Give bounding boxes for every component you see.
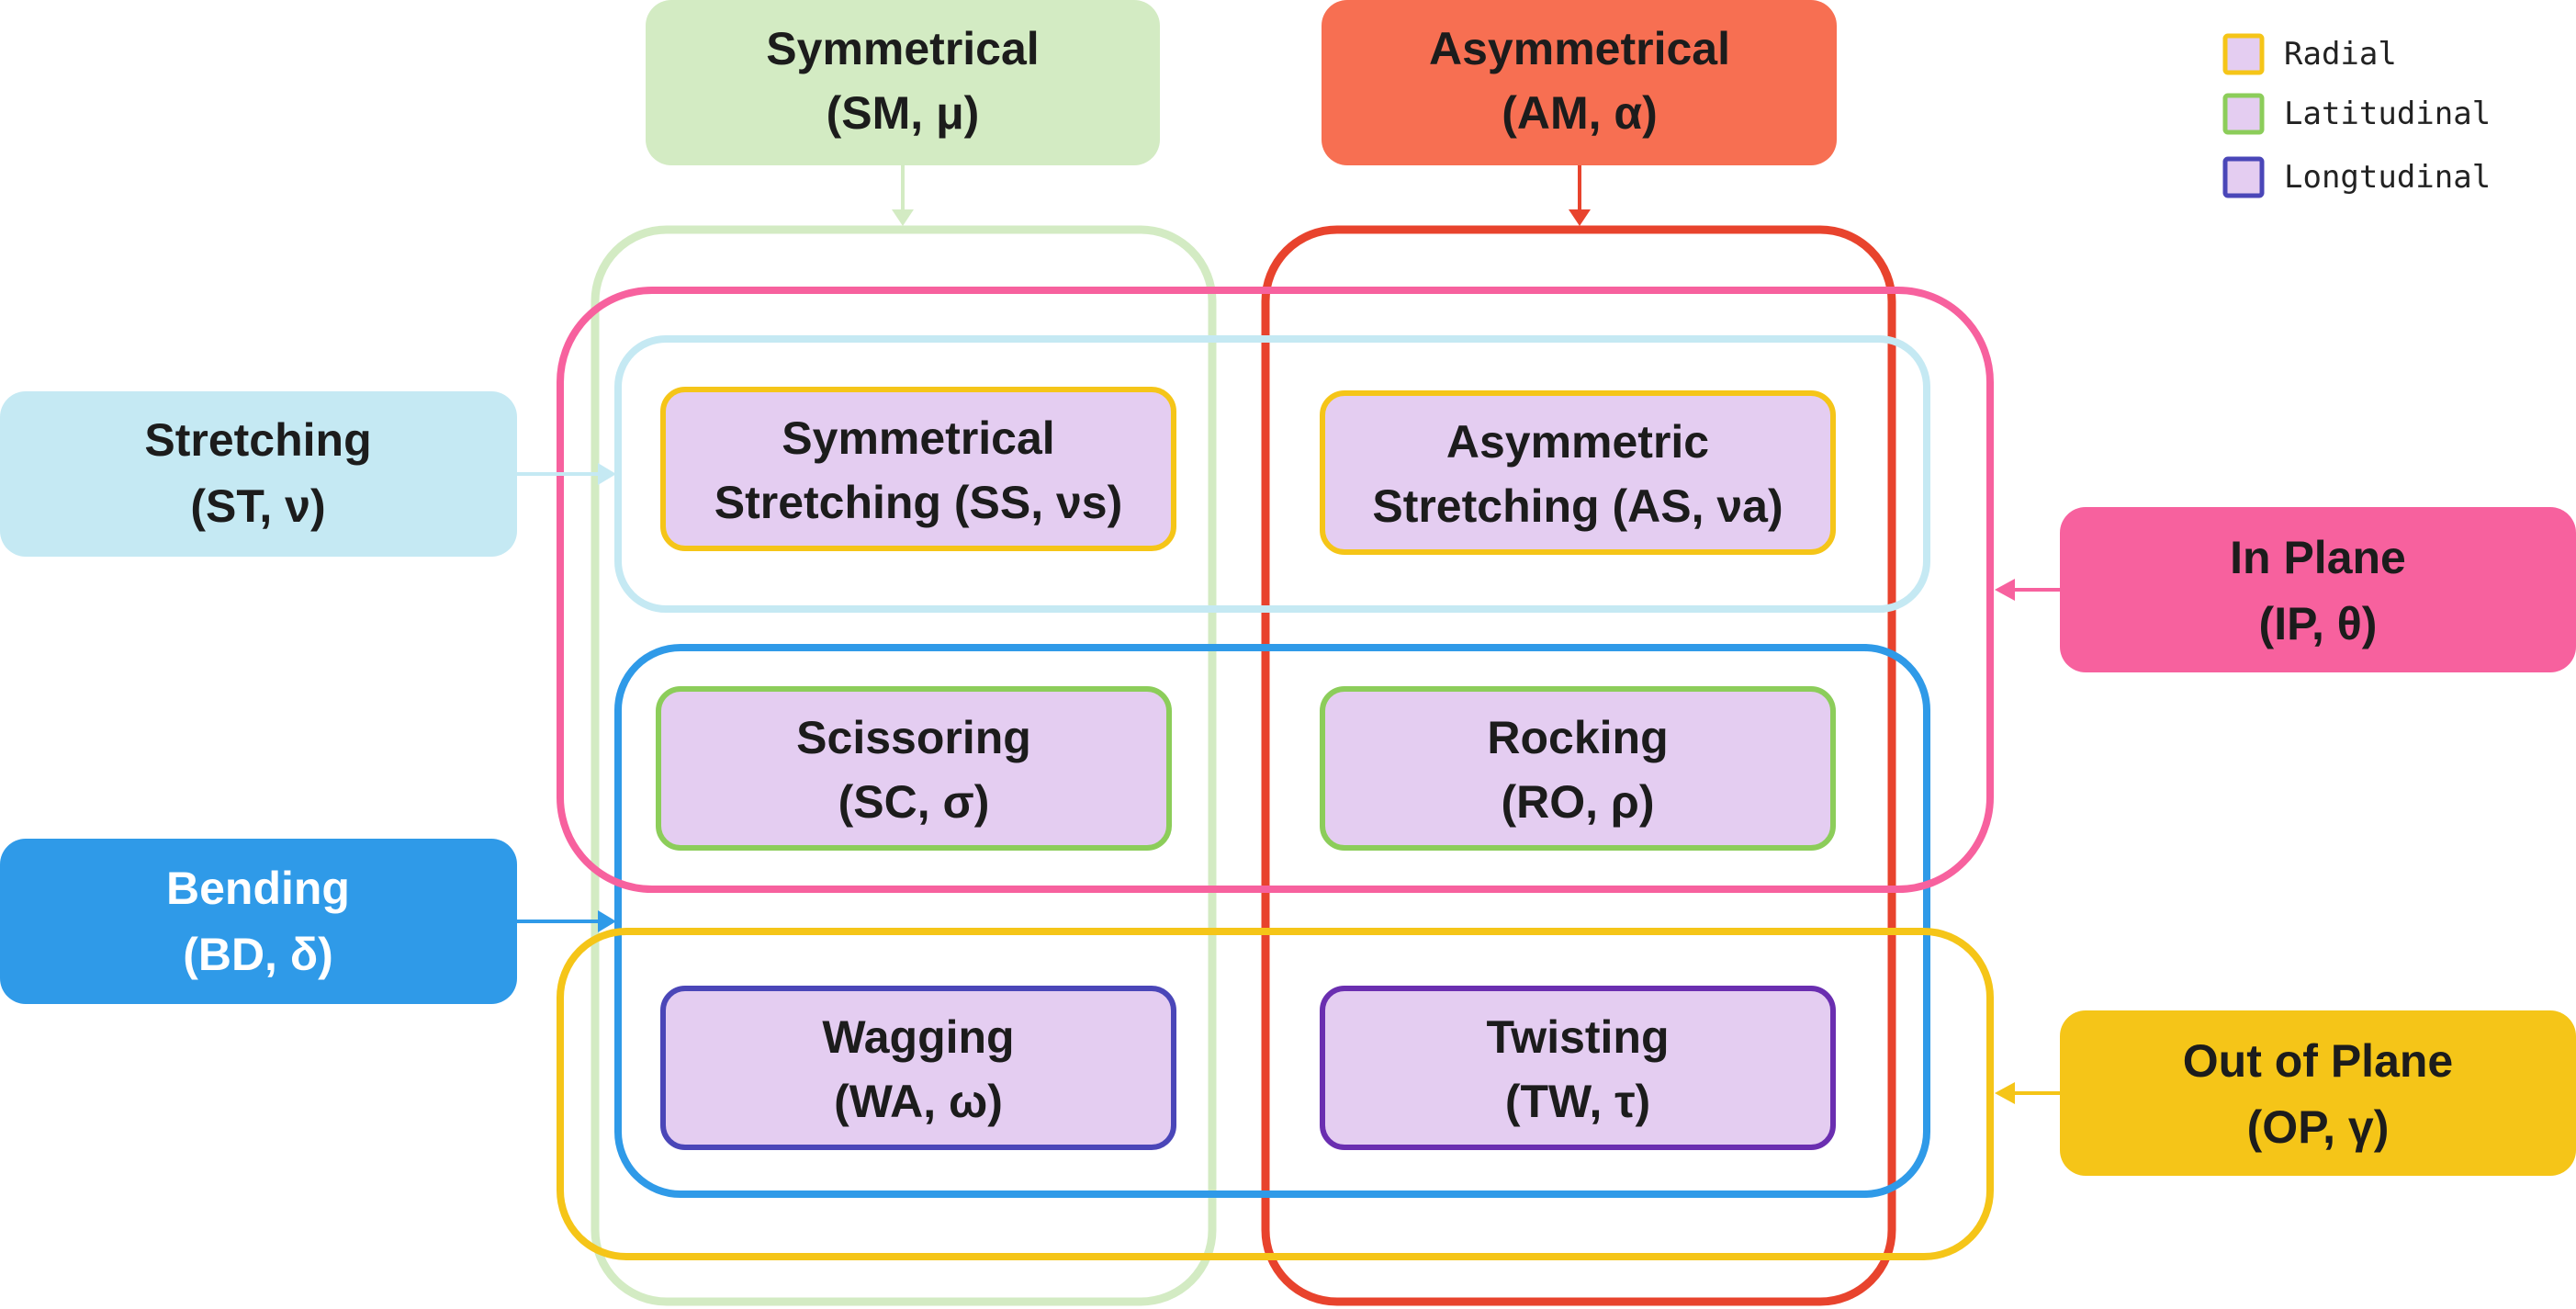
legend-item-latitudinal: Latitudinal (2222, 93, 2491, 135)
scissoring-mode-box: Scissoring (SC, σ) (656, 686, 1172, 851)
legend-item-longtudinal: Longtudinal (2222, 156, 2491, 198)
legend: Radial Latitudinal Longtudinal (2222, 33, 2491, 198)
legend-swatch-longtudinal (2222, 156, 2265, 198)
asymmetric-stretching-mode-box: Asymmetric Stretching (AS, νa) (1320, 390, 1836, 555)
rocking-label-line1: Rocking (1487, 712, 1668, 763)
wagging-label-line2: (WA, ω) (834, 1076, 1003, 1127)
symmetric-stretching-label-line2: Stretching (SS, νs) (714, 477, 1123, 528)
asymmetric-stretching-label-line2: Stretching (AS, νa) (1372, 480, 1783, 532)
legend-item-radial: Radial (2222, 33, 2397, 75)
legend-swatch-radial (2222, 33, 2265, 75)
in-plane-label-line1: In Plane (2230, 532, 2406, 583)
in-plane-arrow (1995, 579, 2060, 601)
out-of-plane-group-outline (557, 928, 1994, 1260)
twisting-label-line1: Twisting (1486, 1011, 1669, 1063)
out-of-plane-arrow (1995, 1082, 2060, 1104)
asymmetrical-label-line2: (AM, α) (1502, 87, 1658, 139)
scissoring-label-line2: (SC, σ) (838, 776, 990, 828)
in-plane-label-line2: (IP, θ) (2259, 598, 2378, 649)
legend-swatch-latitudinal (2222, 93, 2265, 135)
in-plane-group-outline (557, 287, 1994, 893)
asymmetrical-group-outline (1261, 225, 1896, 1306)
wagging-mode-box: Wagging (WA, ω) (660, 986, 1176, 1150)
bending-arrow (517, 910, 616, 932)
stretching-category-box: Stretching (ST, ν) (0, 391, 517, 557)
rocking-label-line2: (RO, ρ) (1501, 776, 1654, 828)
asymmetrical-label-line1: Asymmetrical (1429, 23, 1730, 74)
stretching-label-line1: Stretching (144, 414, 371, 466)
legend-label-latitudinal: Latitudinal (2284, 96, 2491, 132)
symmetrical-arrow (892, 165, 914, 226)
rocking-mode-box: Rocking (RO, ρ) (1320, 686, 1836, 851)
out-of-plane-label-line2: (OP, γ) (2247, 1101, 2390, 1153)
bending-category-box: Bending (BD, δ) (0, 839, 517, 1004)
scissoring-label-line1: Scissoring (796, 712, 1031, 763)
in-plane-category-box: In Plane (IP, θ) (2060, 507, 2576, 672)
out-of-plane-category-box: Out of Plane (OP, γ) (2060, 1010, 2576, 1176)
symmetrical-label-line1: Symmetrical (766, 23, 1039, 74)
twisting-label-line2: (TW, τ) (1505, 1076, 1650, 1127)
symmetrical-label-line2: (SM, μ) (827, 87, 980, 139)
stretching-group-outline (614, 335, 1930, 613)
symmetrical-category-box: Symmetrical (SM, μ) (646, 0, 1160, 165)
symmetric-stretching-mode-box: Symmetrical Stretching (SS, νs) (660, 387, 1176, 551)
asymmetrical-arrow (1569, 165, 1591, 226)
twisting-mode-box: Twisting (TW, τ) (1320, 986, 1836, 1150)
out-of-plane-label-line1: Out of Plane (2183, 1035, 2453, 1087)
stretching-label-line2: (ST, ν) (190, 480, 325, 532)
legend-label-longtudinal: Longtudinal (2284, 159, 2491, 196)
asymmetrical-category-box: Asymmetrical (AM, α) (1322, 0, 1837, 165)
bending-label-line1: Bending (166, 863, 350, 914)
asymmetric-stretching-label-line1: Asymmetric (1446, 416, 1709, 468)
symmetric-stretching-label-line1: Symmetrical (782, 412, 1054, 464)
bending-label-line2: (BD, δ) (183, 929, 333, 980)
symmetrical-group-outline (591, 225, 1217, 1306)
wagging-label-line1: Wagging (822, 1011, 1014, 1063)
legend-label-radial: Radial (2284, 36, 2397, 73)
bending-group-outline (614, 644, 1930, 1198)
stretching-arrow (517, 463, 616, 485)
